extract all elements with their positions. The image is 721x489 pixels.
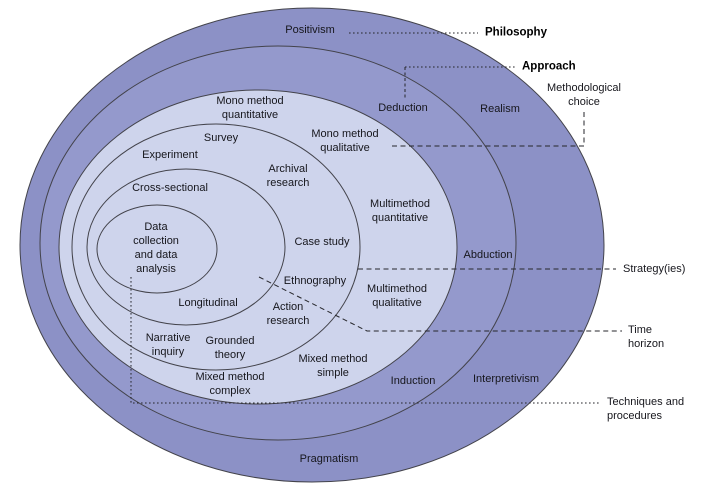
label-narrative-inquiry: Narrative inquiry: [145, 332, 191, 358]
label-ethnography: Ethnography: [283, 275, 347, 288]
label-grounded-theory: Grounded theory: [205, 335, 255, 361]
label-deduction: Deduction: [378, 102, 428, 115]
layer-label-methodological-choice: Methodological choice: [547, 82, 621, 108]
layer-label-techniques: Techniques and procedures: [607, 396, 685, 422]
label-cross-sectional: Cross-sectional: [132, 182, 208, 195]
layer-label-time-horizon: Time horizon: [628, 324, 665, 350]
label-induction: Induction: [390, 375, 436, 388]
label-longitudinal: Longitudinal: [178, 297, 238, 310]
label-interpretivism: Interpretivism: [472, 373, 540, 386]
label-realism: Realism: [480, 103, 520, 116]
layer-label-philosophy: Philosophy: [485, 26, 547, 39]
label-mixed-method-simple: Mixed method simple: [298, 353, 368, 379]
label-survey: Survey: [203, 132, 239, 145]
label-mono-method-quantitative: Mono method quantitative: [216, 95, 284, 121]
techniques-core-ellipse: [96, 204, 218, 294]
time-horizon-connector-line: [258, 276, 622, 332]
label-multimethod-qualitative: Multimethod qualitative: [367, 283, 427, 309]
label-mixed-method-complex: Mixed method complex: [195, 371, 265, 397]
label-pragmatism: Pragmatism: [299, 453, 359, 466]
label-positivism: Positivism: [285, 24, 335, 37]
label-mono-method-qualitative: Mono method qualitative: [311, 128, 379, 154]
label-multimethod-quantitative: Multimethod quantitative: [370, 198, 430, 224]
label-case-study: Case study: [294, 236, 350, 249]
layer-label-strategy: Strategy(ies): [623, 263, 686, 276]
label-abduction: Abduction: [463, 249, 513, 262]
methodological-choice-connector-line: [392, 112, 585, 147]
label-action-research: Action research: [266, 301, 310, 327]
layer-label-approach: Approach: [522, 60, 576, 73]
label-data-collection-analysis: Data collection and data analysis: [133, 221, 179, 275]
label-archival-research: Archival research: [266, 163, 310, 189]
label-experiment: Experiment: [142, 149, 198, 162]
